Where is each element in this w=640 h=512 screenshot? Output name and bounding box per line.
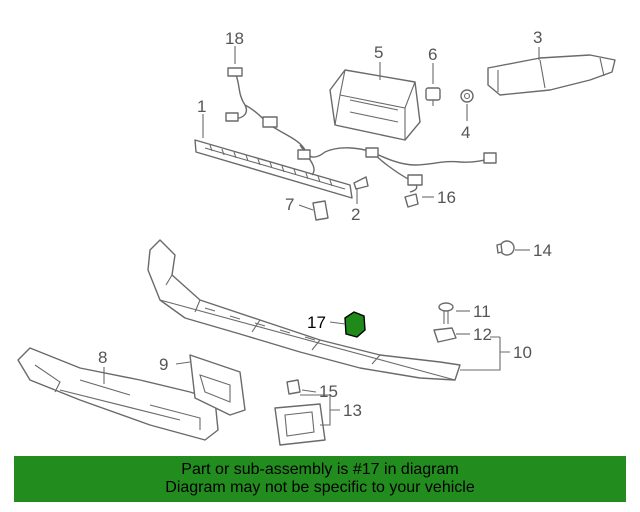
- callout-4: 4: [461, 123, 470, 142]
- part-11-bolt: [438, 302, 454, 324]
- banner-line-2: Diagram may not be specific to your vehi…: [165, 479, 475, 496]
- callout-16: 16: [437, 188, 456, 207]
- callout-10: 10: [513, 343, 532, 362]
- callout-2: 2: [351, 205, 360, 224]
- callout-1: 1: [197, 97, 206, 116]
- part-10-bumper: [147, 239, 461, 381]
- part-8-lower-valance: [17, 347, 219, 441]
- part-18-wiring-harness: [225, 67, 497, 193]
- callout-15: 15: [319, 382, 338, 401]
- part-4-nut: [460, 89, 474, 103]
- part-15-clip: [286, 379, 301, 395]
- part-2-clip: [353, 176, 369, 190]
- callout-13: 13: [343, 401, 362, 420]
- exploded-parts-diagram: 1 2 3 4 5 6 7 8 9 10 11 12 13 14 15 16 1…: [17, 28, 616, 446]
- part-5-bracket: [329, 69, 421, 141]
- callout-12: 12: [473, 325, 492, 344]
- part-13-bezel: [274, 403, 326, 446]
- part-1-reinforcement: [194, 139, 353, 199]
- part-12-clip: [433, 327, 457, 343]
- callout-5: 5: [374, 43, 383, 62]
- part-9-trim: [189, 354, 246, 416]
- part-6-fastener: [425, 87, 441, 106]
- callout-labels: 1 2 3 4 5 6 7 8 9 10 11 12 13 14 15 16 1…: [98, 28, 552, 420]
- callout-6: 6: [428, 45, 437, 64]
- part-14-bolt: [496, 240, 515, 256]
- leader-lines: [103, 46, 540, 426]
- callout-3: 3: [533, 28, 542, 47]
- callout-7: 7: [285, 195, 294, 214]
- part-16-sensor: [404, 193, 419, 208]
- callout-11: 11: [473, 302, 491, 321]
- part-7-retainer: [312, 200, 329, 221]
- callout-8: 8: [98, 348, 107, 367]
- callout-18: 18: [225, 29, 244, 48]
- part-3-side-bracket: [487, 54, 616, 96]
- banner-line-1: Part or sub-assembly is #17 in diagram: [181, 461, 459, 478]
- callout-9: 9: [159, 355, 168, 374]
- callout-17: 17: [307, 313, 326, 332]
- part-17-highlighted: [344, 311, 366, 338]
- callout-14: 14: [533, 241, 552, 260]
- info-banner: Part or sub-assembly is #17 in diagram D…: [14, 456, 626, 502]
